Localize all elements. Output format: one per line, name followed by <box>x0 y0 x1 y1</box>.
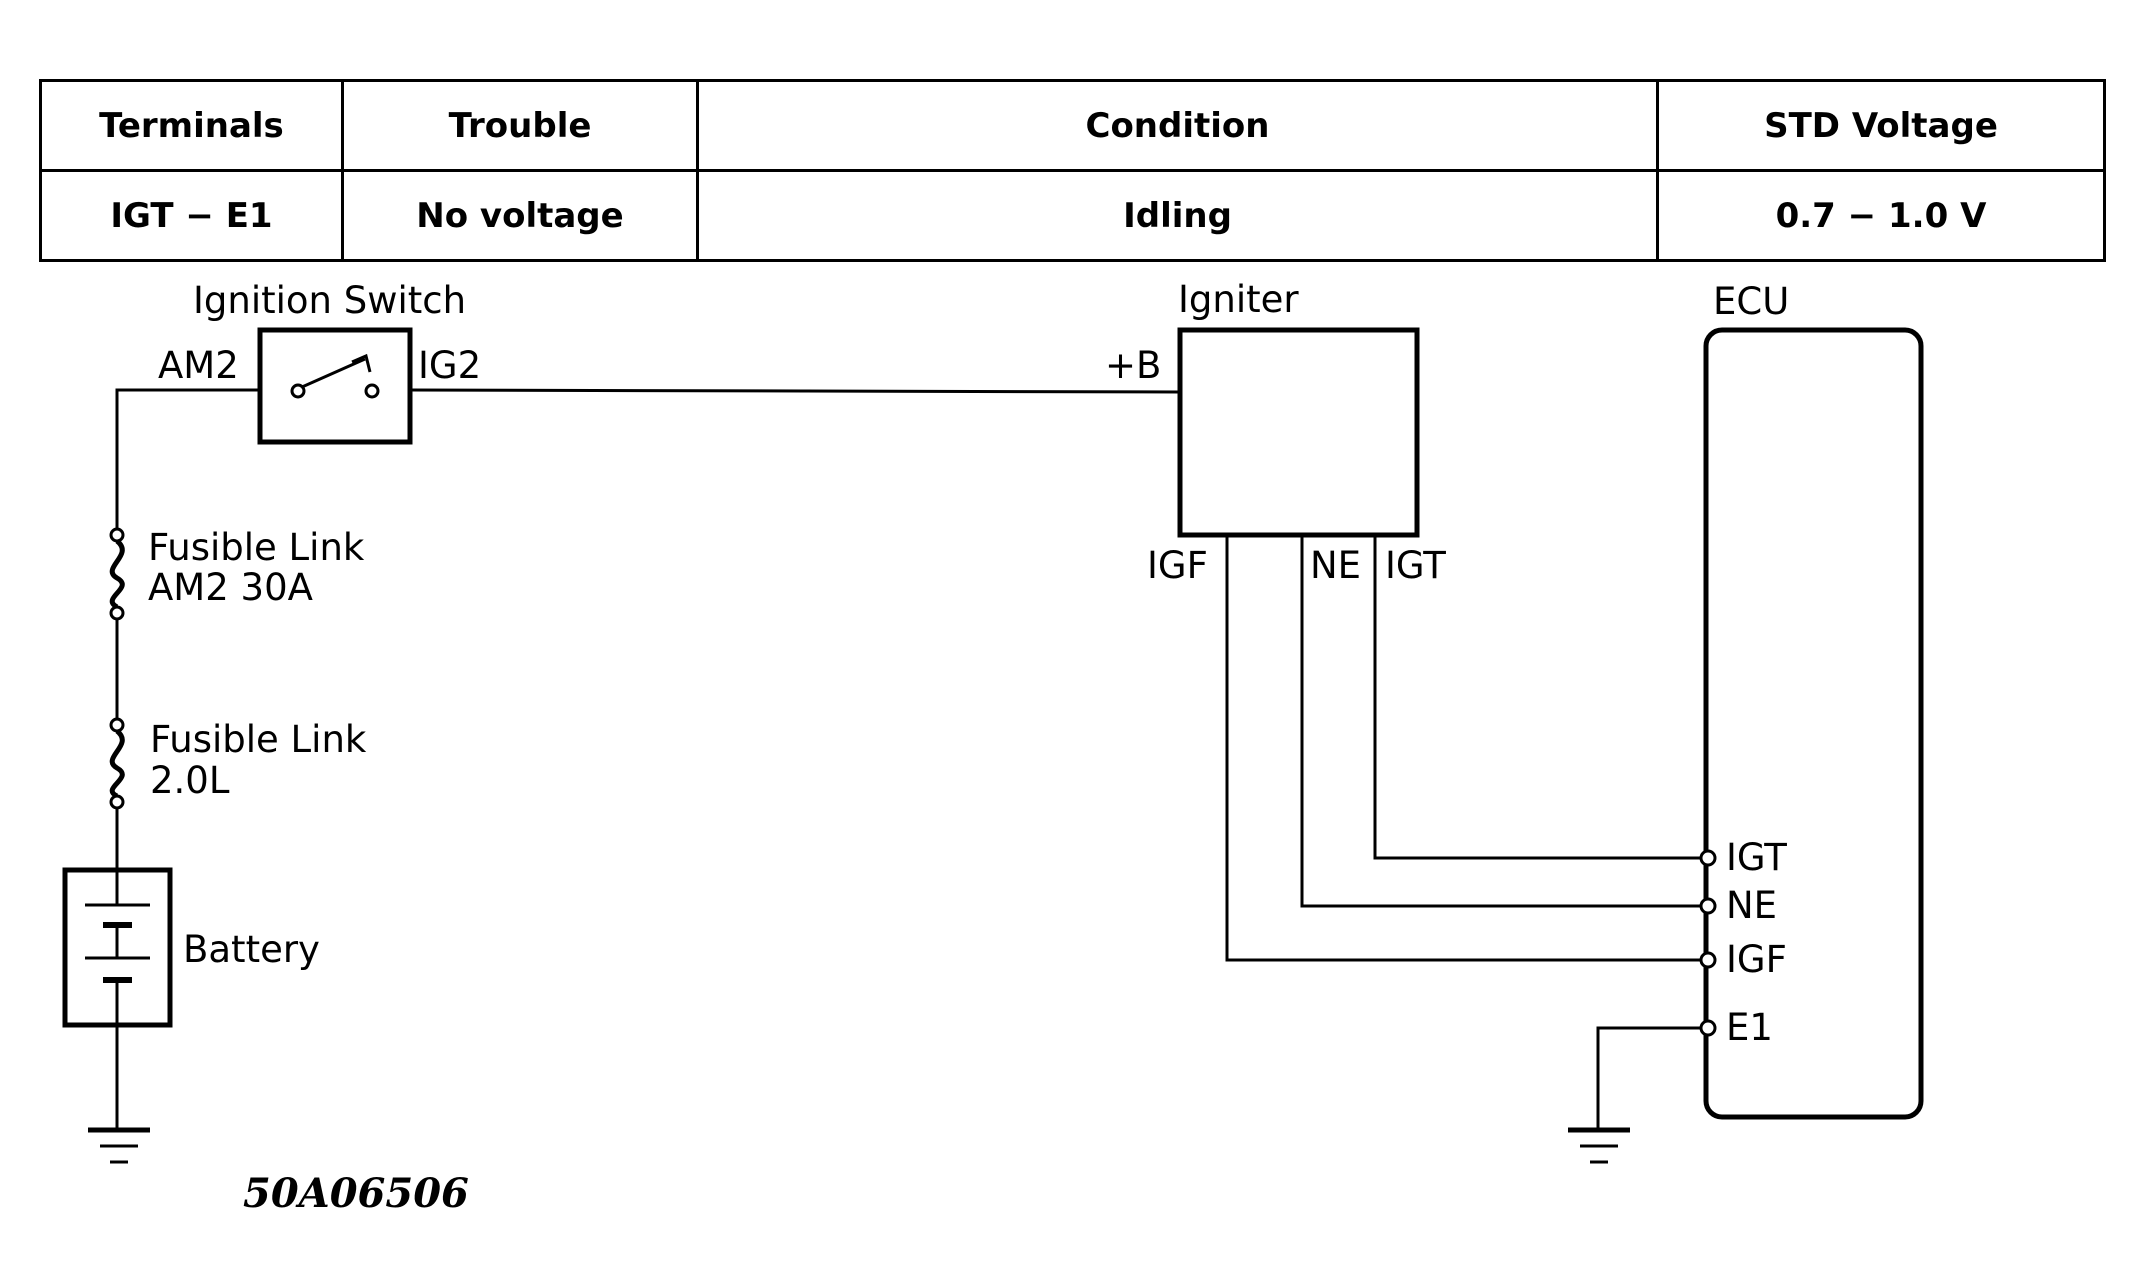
battery-label: Battery <box>183 928 320 971</box>
igniter-ne-label: NE <box>1310 544 1361 587</box>
ground-icon <box>1568 1127 1630 1164</box>
ecu-e1-label: E1 <box>1726 1006 1773 1049</box>
cell-trouble: No voltage <box>341 169 699 262</box>
ecu-terminal-pins <box>1699 849 1717 1037</box>
fusible-link-2-name: Fusible Link <box>150 718 367 761</box>
ecu-title: ECU <box>1713 280 1789 323</box>
wire-am2-to-ground <box>115 388 260 535</box>
fusible-link-2-rating: 2.0L <box>150 759 230 802</box>
fusible-link-icon <box>109 527 125 621</box>
header-std-voltage: STD Voltage <box>1656 79 2106 172</box>
igniter-plus-b-label: +B <box>1105 344 1161 387</box>
cell-std-voltage: 0.7 − 1.0 V <box>1656 169 2106 262</box>
wire-igt <box>1373 535 1703 860</box>
ignition-switch-am2-label: AM2 <box>158 344 239 387</box>
ecu-igt-label: IGT <box>1726 836 1787 879</box>
ecu-box <box>1703 327 1924 1120</box>
fusible-link-icon <box>109 717 125 810</box>
igniter-igt-label: IGT <box>1385 544 1446 587</box>
igniter-box <box>1177 327 1420 538</box>
fusible-link-1-rating: AM2 30A <box>148 566 313 609</box>
igniter-title: Igniter <box>1178 278 1299 321</box>
wire-igf <box>1225 535 1703 962</box>
battery-icon <box>62 867 173 1028</box>
igniter-igf-label: IGF <box>1147 544 1208 587</box>
header-terminals: Terminals <box>39 79 344 172</box>
specification-table: Terminals Trouble Condition STD Voltage … <box>39 79 2106 262</box>
ecu-ne-label: NE <box>1726 884 1777 927</box>
ignition-switch <box>257 327 413 445</box>
ignition-switch-ig2-label: IG2 <box>418 344 481 387</box>
header-condition: Condition <box>696 79 1659 172</box>
wire-ig2-to-igniter <box>409 388 1181 394</box>
fusible-link-1-name: Fusible Link <box>148 526 365 569</box>
header-trouble: Trouble <box>341 79 699 172</box>
wire-ne <box>1300 535 1703 908</box>
ground-icon <box>88 1127 150 1164</box>
ecu-igf-label: IGF <box>1726 938 1787 981</box>
wire-e1-to-ground <box>1596 1026 1703 1128</box>
ignition-switch-title: Ignition Switch <box>193 279 466 322</box>
cell-terminals: IGT − E1 <box>39 169 344 262</box>
cell-condition: Idling <box>696 169 1659 262</box>
figure-reference: 50A06506 <box>243 1170 469 1217</box>
table-header-row: Terminals Trouble Condition STD Voltage <box>39 79 2106 172</box>
table-row: IGT − E1 No voltage Idling 0.7 − 1.0 V <box>39 169 2106 262</box>
